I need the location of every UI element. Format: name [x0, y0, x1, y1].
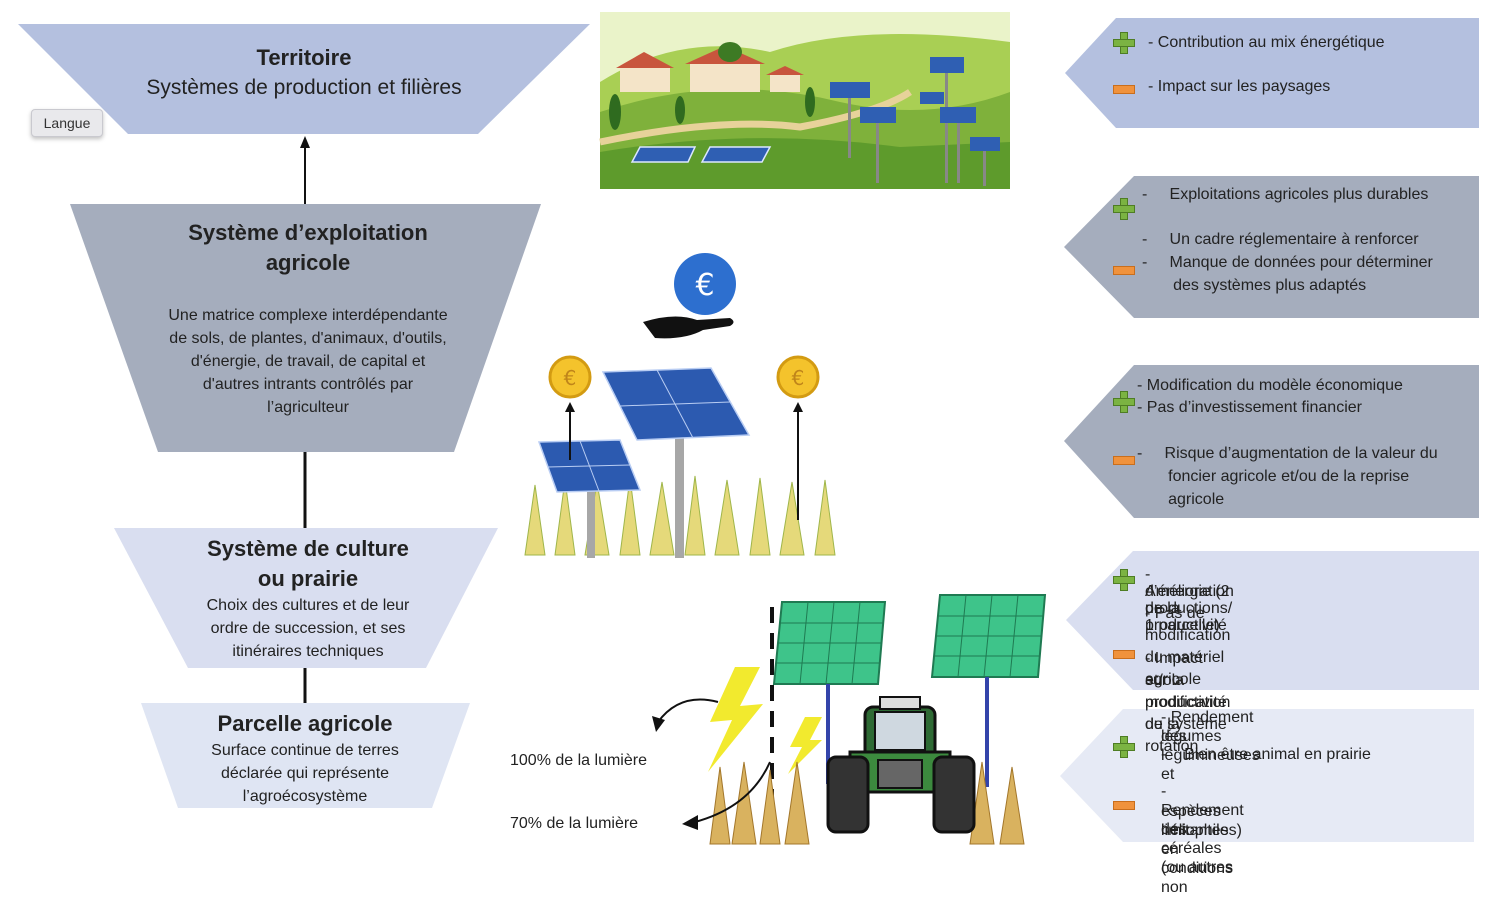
- light-label-partial: 70% de la lumière: [510, 815, 639, 832]
- panel-2-minus-3: des systèmes plus adaptés: [1142, 277, 1367, 294]
- euro-hand-icon: €: [643, 253, 736, 339]
- culture-title-2: ou prairie: [257, 566, 359, 591]
- exploitation-desc-4: d'autres intrants contrôlés par: [202, 376, 414, 393]
- parcelle-desc-3: l’agroécosystème: [242, 788, 368, 805]
- minus-icon: [1113, 801, 1135, 810]
- panel-5-plus-1: - Rendement des légumineuses et: [1161, 709, 1260, 783]
- territoire-shape: [18, 24, 590, 134]
- panel-1-plus-1: - Contribution au mix énergétique: [1148, 34, 1385, 51]
- level-exploitation: Système d’exploitation agricole Une matr…: [108, 218, 508, 419]
- svg-text:€: €: [564, 366, 577, 390]
- panel-1-shape: [1065, 18, 1479, 128]
- panel-4-minus-1: - Impact sur la productivité du système: [1145, 650, 1227, 733]
- exploitation-desc-3: d'énergie, de travail, de capital et: [190, 353, 426, 370]
- panel-5-minus-3: limitantes: [1161, 822, 1229, 839]
- agrivoltaic-illustration: € € €: [524, 253, 836, 558]
- panel-3-shape: [1064, 365, 1479, 518]
- exploitation-shape: [70, 204, 541, 452]
- panel-2-minus-1: - Un cadre réglementaire à renforcer: [1142, 231, 1419, 248]
- exploitation-title-1: Système d’exploitation: [188, 220, 428, 245]
- solar-panel-icon: [537, 367, 751, 558]
- lightning-icon: [708, 667, 822, 774]
- levels-background: [18, 24, 590, 808]
- culture-desc-1: Choix des cultures et de leur: [206, 597, 410, 614]
- panel-3-plus-2: - Pas d’investissement financier: [1137, 399, 1362, 416]
- plus-icon: [1113, 736, 1135, 758]
- panel-1-minus-1: - Impact sur les paysages: [1148, 78, 1331, 95]
- panel-3-minus-2: foncier agricole et/ou de la reprise: [1137, 468, 1410, 485]
- panel-4-plus-3: - Pas de modification du matériel agrico…: [1145, 605, 1231, 688]
- language-button[interactable]: Langue: [31, 109, 103, 137]
- panel-4-plus-2: d’énergie (2 productions/ 1 parcelle): [1145, 583, 1233, 634]
- panel-5-shape: [1060, 709, 1474, 842]
- culture-shape: [114, 528, 498, 668]
- panel-5-plus-2: légumes: [1161, 728, 1222, 745]
- plus-icon: [1113, 391, 1135, 413]
- panel-3-plus-1: - Modification du modèle économique: [1137, 377, 1403, 394]
- plus-icon: [1113, 32, 1135, 54]
- euro-coin-icon: € €: [548, 355, 820, 399]
- arrow-head: [300, 136, 310, 148]
- parcelle-title: Parcelle agricole: [217, 711, 393, 736]
- parcelle-shape: [141, 703, 470, 808]
- culture-desc-3: itinéraires techniques: [232, 643, 384, 660]
- panel-2-shape: [1064, 176, 1479, 318]
- light-label-full: 100% de la lumière: [510, 752, 647, 769]
- panel-2-minus-2: - Manque de données pour déterminer: [1142, 254, 1433, 271]
- panel-4-plus-1: - Amélioration de la productivité: [1145, 566, 1234, 634]
- level-parcelle: Parcelle agricole Surface continue de te…: [105, 709, 505, 808]
- minus-icon: [1113, 650, 1135, 659]
- parcelle-desc-1: Surface continue de terres: [211, 742, 399, 759]
- exploitation-desc-5: l’agriculteur: [267, 399, 349, 416]
- minus-icon: [1113, 85, 1135, 94]
- exploitation-desc-2: de sols, de plantes, d'animaux, d'outils…: [169, 330, 447, 347]
- exploitation-desc-1: Une matrice complexe interdépendante: [168, 307, 448, 324]
- level-territoire: Territoire Systèmes de production et fil…: [104, 43, 504, 103]
- plus-icon: [1113, 569, 1135, 591]
- exploitation-title-2: agricole: [265, 250, 351, 275]
- culture-title-1: Système de culture: [207, 536, 409, 561]
- territoire-subtitle: Systèmes de production et filières: [146, 76, 462, 99]
- solar-panel-icon: [630, 57, 1000, 186]
- panel-3-minus-3: agricole: [1137, 491, 1225, 508]
- minus-icon: [1113, 456, 1135, 465]
- svg-text:€: €: [695, 268, 714, 303]
- panel-2-plus-1: - Exploitations agricoles plus durables: [1142, 186, 1429, 203]
- level-culture: Système de culture ou prairie Choix des …: [108, 534, 508, 663]
- tractor-illustration: [652, 594, 1047, 845]
- solar-panel-icon: [772, 594, 1047, 787]
- plus-icon: [1113, 198, 1135, 220]
- territoire-title: Territoire: [256, 45, 352, 70]
- landscape-illustration: [599, 12, 1010, 189]
- svg-text:€: €: [792, 366, 805, 390]
- minus-icon: [1113, 266, 1135, 275]
- tractor-icon: [826, 696, 976, 834]
- culture-desc-2: ordre de succession, et ses: [210, 620, 406, 637]
- panel-5-plus-3: - Bien être animal en prairie: [1161, 746, 1371, 763]
- panel-4-minus-2: et/ou modification de la rotation: [1145, 672, 1231, 755]
- panel-3-minus-1: - Risque d’augmentation de la valeur du: [1137, 445, 1438, 462]
- parcelle-desc-2: déclarée qui représente: [220, 765, 390, 782]
- panels-background: [1060, 18, 1479, 842]
- panel-4-shape: [1066, 551, 1479, 690]
